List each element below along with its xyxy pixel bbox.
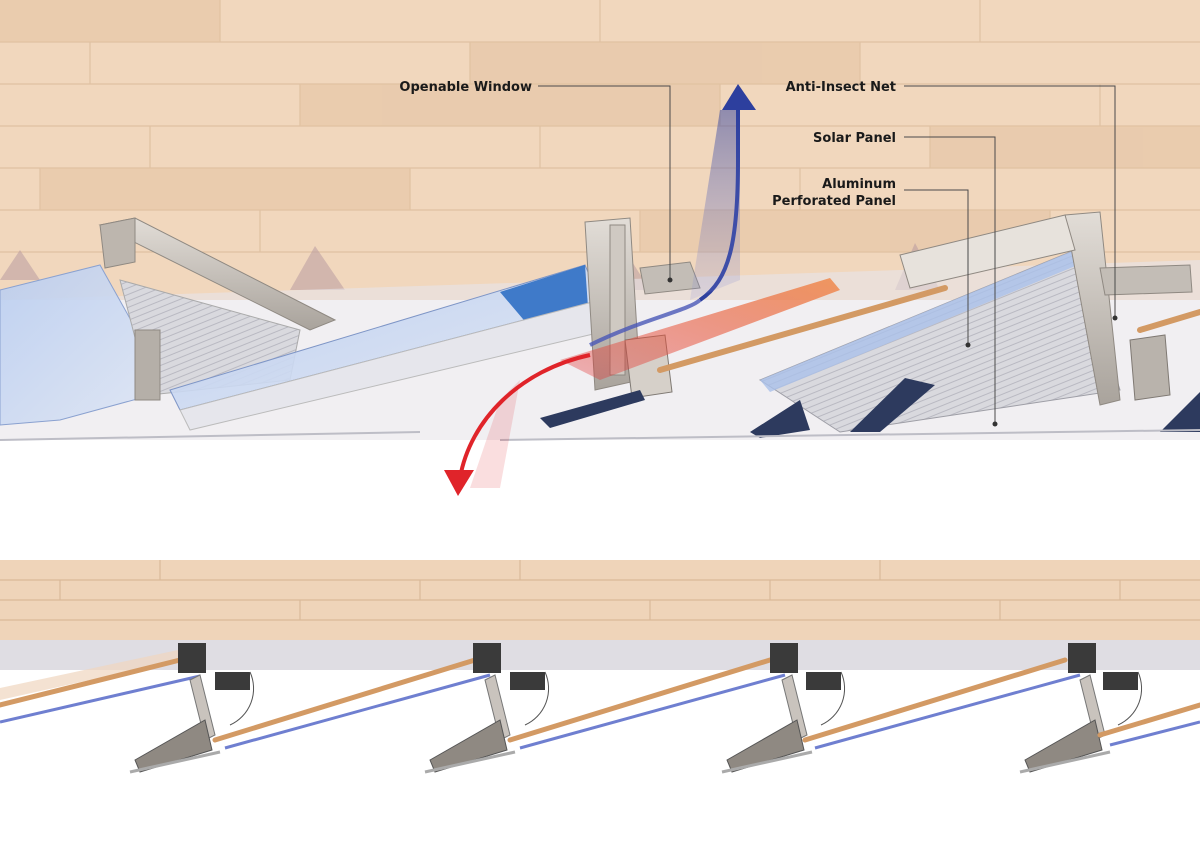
label-anti-insect-net: Anti-Insect Net [786,80,896,95]
facade-3d-cutaway [0,211,1200,441]
airflow-out-arrow [589,84,756,347]
section-unit-4 [1019,643,1200,774]
label-perforated-panel: Perforated Panel [772,194,896,209]
airflow-in-arrow [444,278,840,496]
right-frame-profile [899,211,1193,406]
label-aluminum: Aluminum [822,177,896,192]
section-unit-1 [0,643,491,774]
label-solar-panel: Solar Panel [813,131,896,146]
section-unit-3 [721,643,1081,774]
louver-blades [750,378,1200,438]
left-frame-profile [98,217,337,401]
copper-rod-2 [1137,309,1200,333]
leader-lines [538,85,1116,424]
central-window-frame [540,217,701,428]
copper-rod-1 [657,285,948,373]
section-unit-2 [424,643,786,774]
section-units [0,643,1200,774]
label-openable-window: Openable Window [399,80,532,95]
left-glass-panel [0,264,171,426]
leader-dots [667,277,1118,427]
